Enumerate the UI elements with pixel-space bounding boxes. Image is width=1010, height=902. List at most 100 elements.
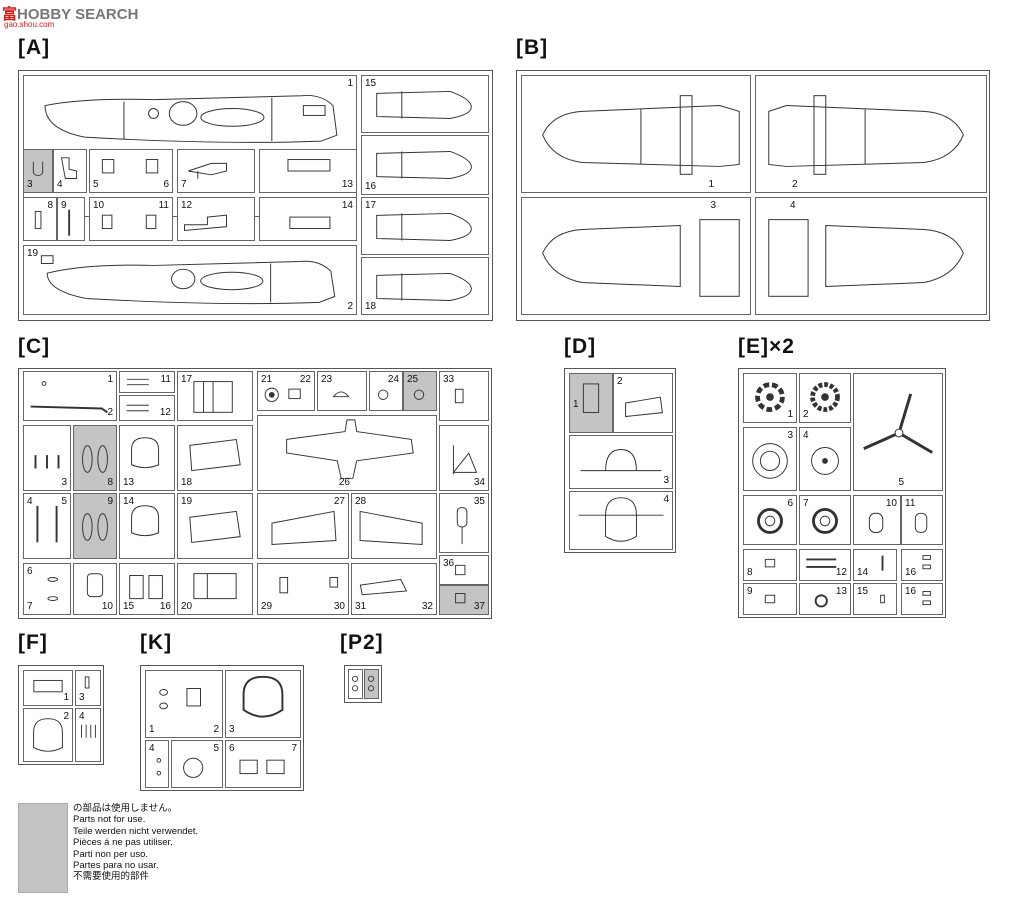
- sprue-k-label: [K]: [140, 631, 173, 654]
- part-number: 34: [473, 477, 485, 488]
- part-c23: 23: [317, 371, 367, 411]
- part-c31-c32: 31 32: [351, 563, 437, 615]
- part-number: 27: [333, 496, 345, 507]
- part-c17: 17: [177, 371, 253, 421]
- part-b3: 3: [521, 197, 751, 315]
- part-a7: 7: [177, 149, 255, 193]
- part-number: 17: [365, 200, 377, 211]
- part-number: 31: [355, 601, 367, 612]
- part-f4: 4: [75, 708, 101, 762]
- part-number: 1: [107, 374, 113, 385]
- watermark-logo: 富HOBBY SEARCH: [2, 6, 139, 23]
- part-number: 10: [885, 498, 897, 509]
- part-c20: 20: [177, 563, 253, 615]
- part-a18: 18: [361, 257, 489, 315]
- part-number: 28: [355, 496, 367, 507]
- part-c37-unused: 37: [439, 585, 489, 615]
- part-b1: 1: [521, 75, 751, 193]
- part-number: 19: [181, 496, 193, 507]
- part-c36: 36: [439, 555, 489, 585]
- part-d4: 4: [569, 491, 673, 550]
- part-number: 11: [160, 374, 171, 385]
- unused-parts-legend: の部品は使用しません。 Parts not for use. Teile wer…: [73, 803, 198, 883]
- part-number: 3: [229, 724, 235, 735]
- sprue-d-frame: 1 2 3 4: [564, 368, 676, 553]
- part-number: 9: [107, 496, 113, 507]
- part-a17: 17: [361, 197, 489, 255]
- part-number: 1: [708, 179, 714, 190]
- part-number: 9: [747, 586, 753, 597]
- part-a13: 13: [259, 149, 357, 193]
- part-e9: 9: [743, 583, 797, 615]
- part-number: 1: [787, 409, 793, 420]
- part-number: 37: [473, 601, 485, 612]
- part-a3-unused: 3: [23, 149, 53, 193]
- part-e6: 6: [743, 495, 797, 545]
- part-number: 2: [107, 407, 113, 418]
- part-c27: 27: [257, 493, 349, 559]
- part-number: 20: [181, 601, 193, 612]
- part-k6-k7: 6 7: [225, 740, 301, 788]
- part-e13: 13: [799, 583, 851, 615]
- part-number: 9: [61, 200, 67, 211]
- part-number: 22: [299, 374, 311, 385]
- part-c25-unused: 25: [403, 371, 437, 411]
- part-number: 25: [407, 374, 419, 385]
- part-number: 12: [181, 200, 193, 211]
- part-b2: 2: [755, 75, 987, 193]
- legend-line: Partes para no usar.: [73, 860, 159, 872]
- part-number: 16: [159, 601, 171, 612]
- part-number: 6: [787, 498, 793, 509]
- sprue-a-frame: 1 2 3 4 5 6 7 13 8 9 10 11 12 14: [18, 70, 493, 321]
- part-number: 14: [123, 496, 135, 507]
- part-f1: 1: [23, 670, 73, 706]
- part-number: 14: [341, 200, 353, 211]
- part-number: 35: [473, 496, 485, 507]
- part-number: 3: [79, 692, 85, 703]
- part-number: 30: [333, 601, 345, 612]
- part-e16a: 16: [901, 549, 943, 581]
- part-number: 3: [787, 430, 793, 441]
- part-number: 4: [149, 743, 155, 754]
- sprue-k-frame: 1 2 3 4 5 6 7: [140, 665, 304, 791]
- part-a9: 9: [57, 197, 85, 241]
- part-c35: 35: [439, 493, 489, 553]
- part-number: 8: [747, 567, 753, 578]
- part-e10: 10: [853, 495, 901, 545]
- part-d1-unused: 1: [569, 373, 613, 433]
- part-number: 12: [159, 407, 171, 418]
- sprue-e-label: [E]×2: [738, 335, 795, 358]
- part-c12: 12: [119, 395, 175, 421]
- part-a5-a6: 5 6: [89, 149, 173, 193]
- part-number: 12: [835, 567, 847, 578]
- part-number: 4: [663, 494, 669, 505]
- part-d3: 3: [569, 435, 673, 489]
- part-number: 7: [27, 601, 33, 612]
- part-a4: 4: [53, 149, 87, 193]
- part-c3: 3: [23, 425, 71, 491]
- part-c9-unused: 9: [73, 493, 117, 559]
- part-number: 3: [61, 477, 67, 488]
- part-number: 1: [347, 78, 353, 89]
- sprue-b-label: [B]: [516, 36, 549, 59]
- part-c18: 18: [177, 425, 253, 491]
- part-number: 21: [261, 374, 273, 385]
- sprue-p2-frame: [344, 665, 382, 703]
- part-number: 18: [181, 477, 193, 488]
- part-number: 16: [905, 586, 917, 597]
- part-k4: 4: [145, 740, 169, 788]
- part-number: 11: [158, 200, 169, 211]
- part-c1-c2: 1 2: [23, 371, 117, 421]
- legend-line: Parts not for use.: [73, 814, 146, 826]
- part-number: 2: [213, 724, 219, 735]
- part-number: 4: [27, 496, 33, 507]
- watermark-text: HOBBY SEARCH: [17, 6, 139, 23]
- part-e2: 2: [799, 373, 851, 423]
- sprue-p2-label: [P2]: [340, 631, 384, 654]
- part-number: 26: [338, 477, 350, 488]
- part-c34: 34: [439, 425, 489, 491]
- part-number: 13: [835, 586, 847, 597]
- part-number: 10: [101, 601, 113, 612]
- sprue-c-frame: 1 2 11 12 17 21 22 23 24 25 33 3 8: [18, 368, 492, 619]
- part-number: 17: [181, 374, 193, 385]
